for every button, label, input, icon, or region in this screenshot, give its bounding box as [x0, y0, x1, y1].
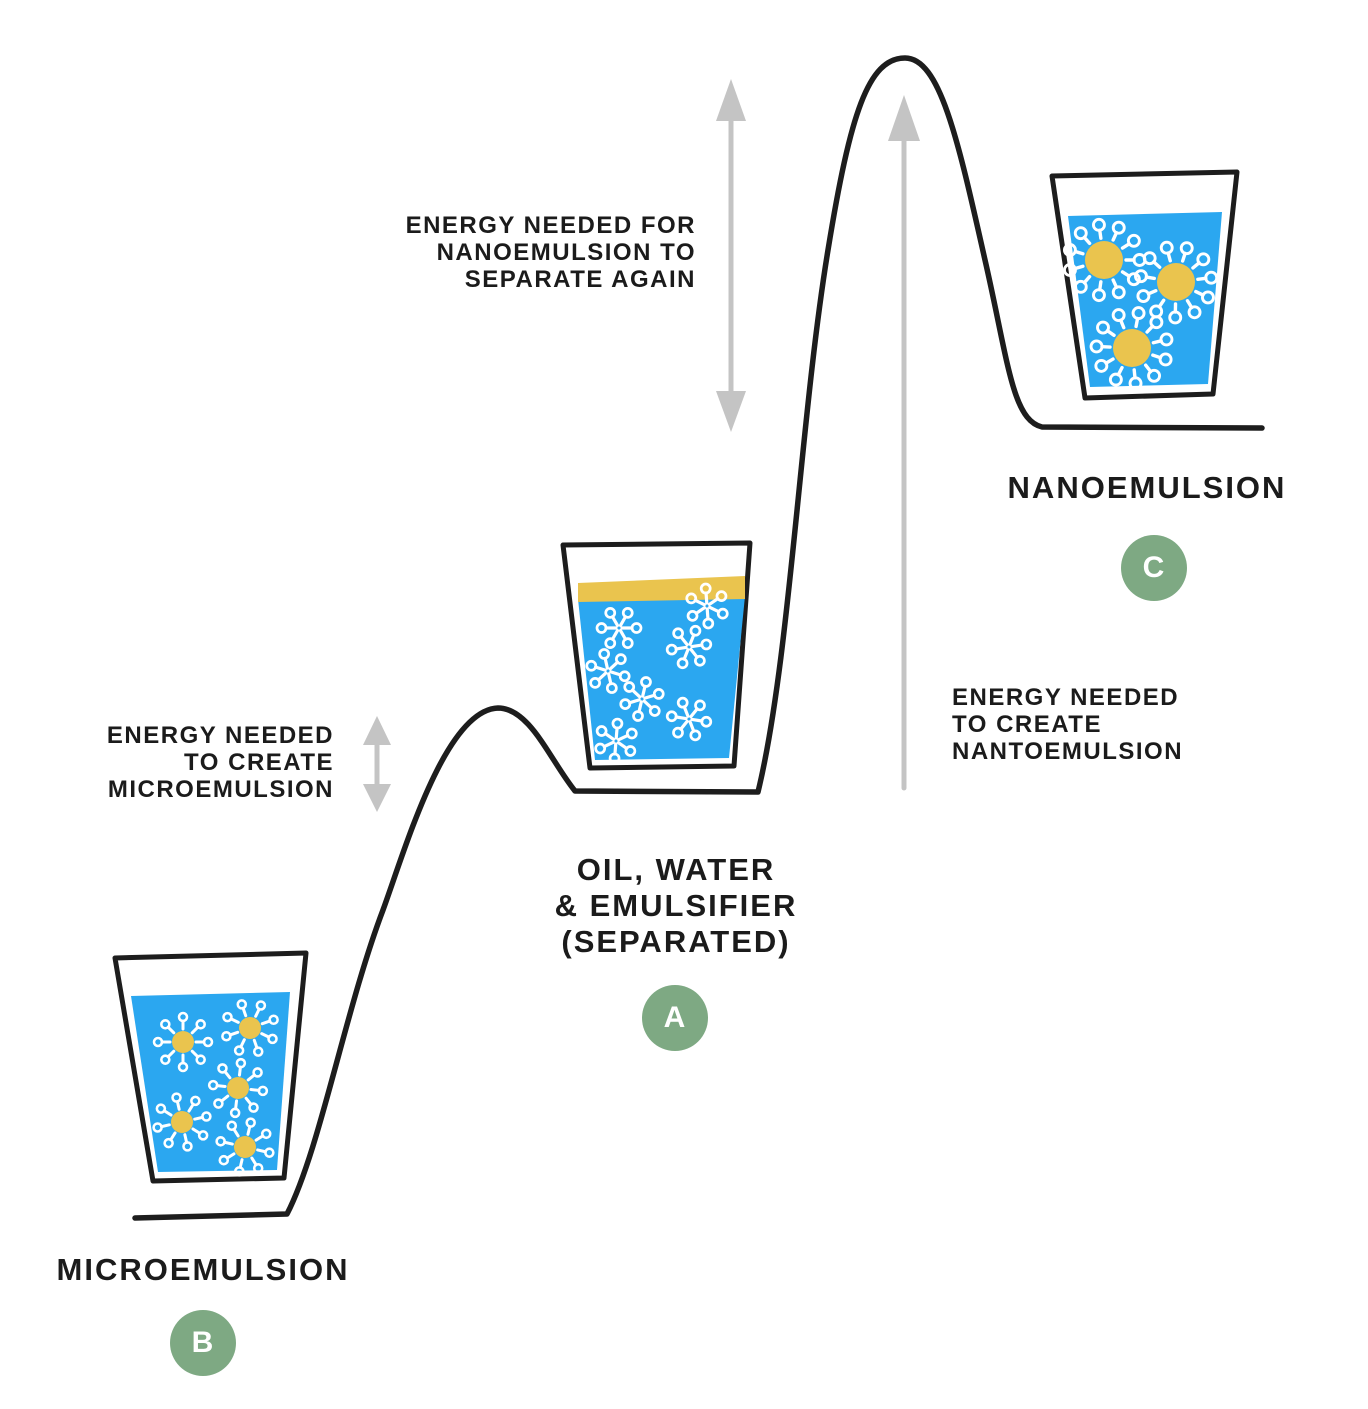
energy-curve — [132, 55, 1265, 1221]
annotation-line: NANOEMULSION TO — [436, 239, 696, 266]
annotation-line: TO CREATE — [952, 711, 1102, 738]
label-line: MICROEMULSION — [56, 1252, 350, 1287]
annotation-line: ENERGY NEEDED — [952, 684, 1180, 711]
micro-droplets — [152, 999, 279, 1177]
annotation-separate-energy: ENERGY NEEDED FOR NANOEMULSION TO SEPARA… — [406, 212, 696, 293]
label-line: OIL, WATER — [576, 852, 776, 887]
badge-b: B — [170, 1310, 236, 1376]
annotation-line: SEPARATE AGAIN — [464, 266, 696, 293]
nano-droplets — [1062, 217, 1219, 391]
oil-water-emulsifier-glass-icon — [560, 540, 753, 771]
label-line: NANOEMULSION — [1007, 470, 1287, 505]
label-oil-water-emulsifier: OIL, WATER & EMULSIFIER (SEPARATED) — [476, 852, 876, 960]
oil-layer — [578, 576, 745, 602]
label-nanoemulsion: NANOEMULSION — [947, 470, 1347, 506]
badge-a: A — [642, 985, 708, 1051]
annotation-line: MICROEMULSION — [107, 776, 334, 803]
annotation-create-microemulsion: ENERGY NEEDED TO CREATE MICROEMULSION — [107, 722, 334, 803]
annotation-line: ENERGY NEEDED — [106, 722, 334, 749]
separate-energy-arrow-icon — [716, 79, 746, 432]
annotation-line: NANTOEMULSION — [952, 738, 1184, 765]
create-microemulsion-arrow-icon — [363, 716, 391, 812]
annotation-create-nanoemulsion: ENERGY NEEDED TO CREATE NANTOEMULSION — [952, 684, 1183, 765]
label-line: & EMULSIFIER — [554, 888, 798, 923]
nanoemulsion-glass-icon — [1049, 169, 1240, 401]
microemulsion-glass-icon — [112, 950, 309, 1184]
create-nanoemulsion-arrow-icon — [888, 95, 920, 791]
emulsifier-molecules — [585, 582, 729, 765]
badge-c: C — [1121, 535, 1187, 601]
annotation-line: ENERGY NEEDED FOR — [405, 212, 696, 239]
label-line: (SEPARATED) — [561, 924, 791, 959]
label-microemulsion: MICROEMULSION — [3, 1252, 403, 1288]
annotation-line: TO CREATE — [184, 749, 334, 776]
